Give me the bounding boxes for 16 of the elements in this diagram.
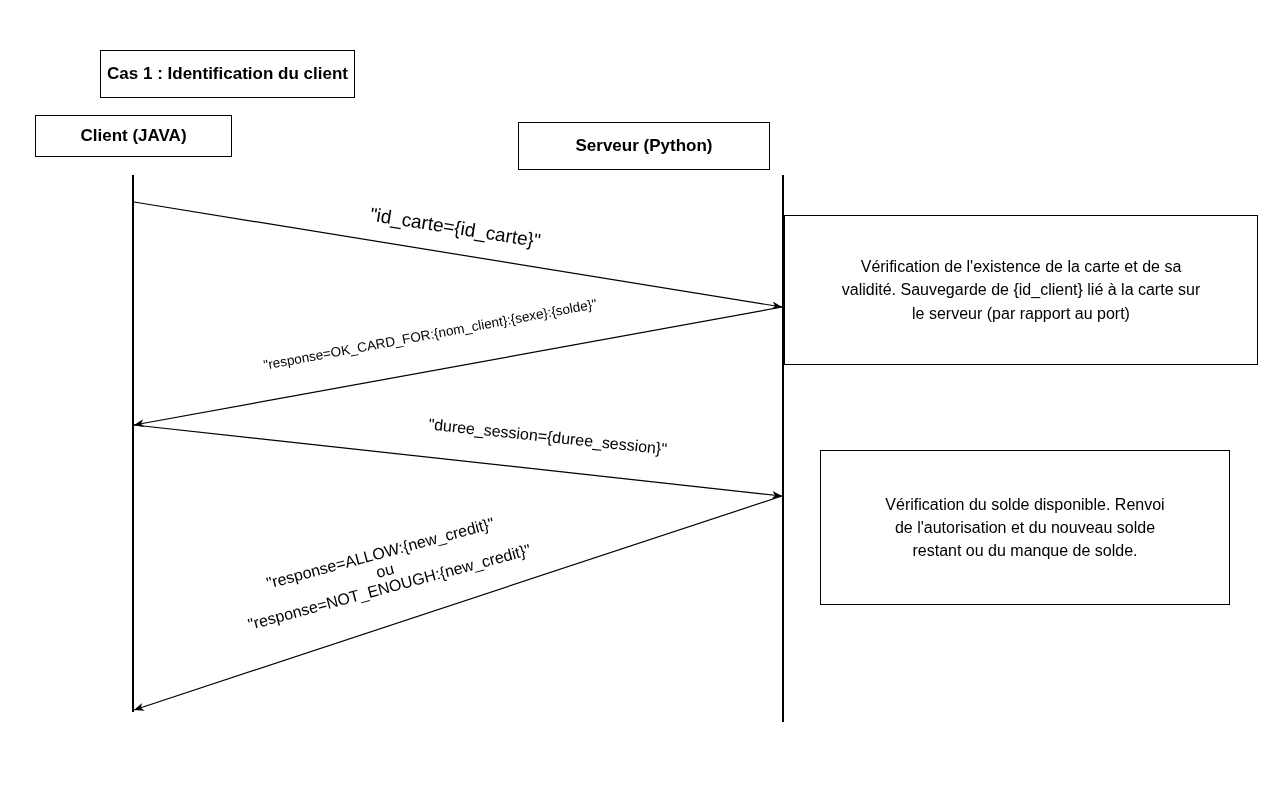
message-arrow: [133, 306, 783, 428]
participant-name: Serveur (Python): [575, 134, 713, 157]
lifeline: [132, 175, 134, 712]
title-box: [100, 50, 355, 98]
participant-box: [35, 115, 232, 157]
message-arrow: [133, 424, 783, 499]
note-text: Vérification du solde disponible. Renvoi de l'autorisation et du nouveau solde restant ou du manque de solde.: [884, 494, 1166, 562]
message-arrow: [133, 201, 783, 310]
box-label: Cas 1 : Identification du client: [107, 62, 348, 85]
note-box: [820, 450, 1230, 605]
lifeline: [782, 175, 784, 722]
note-text: Vérification de l'existence de la carte et de sa validité. Sauvegarde de {id_client} lié à la carte sur le serveur (par rapport au port): [840, 257, 1202, 324]
message-arrow: [133, 495, 783, 711]
note-box: [784, 215, 1258, 365]
participant-box: [518, 122, 770, 170]
participant-name: Client (JAVA): [80, 124, 187, 147]
